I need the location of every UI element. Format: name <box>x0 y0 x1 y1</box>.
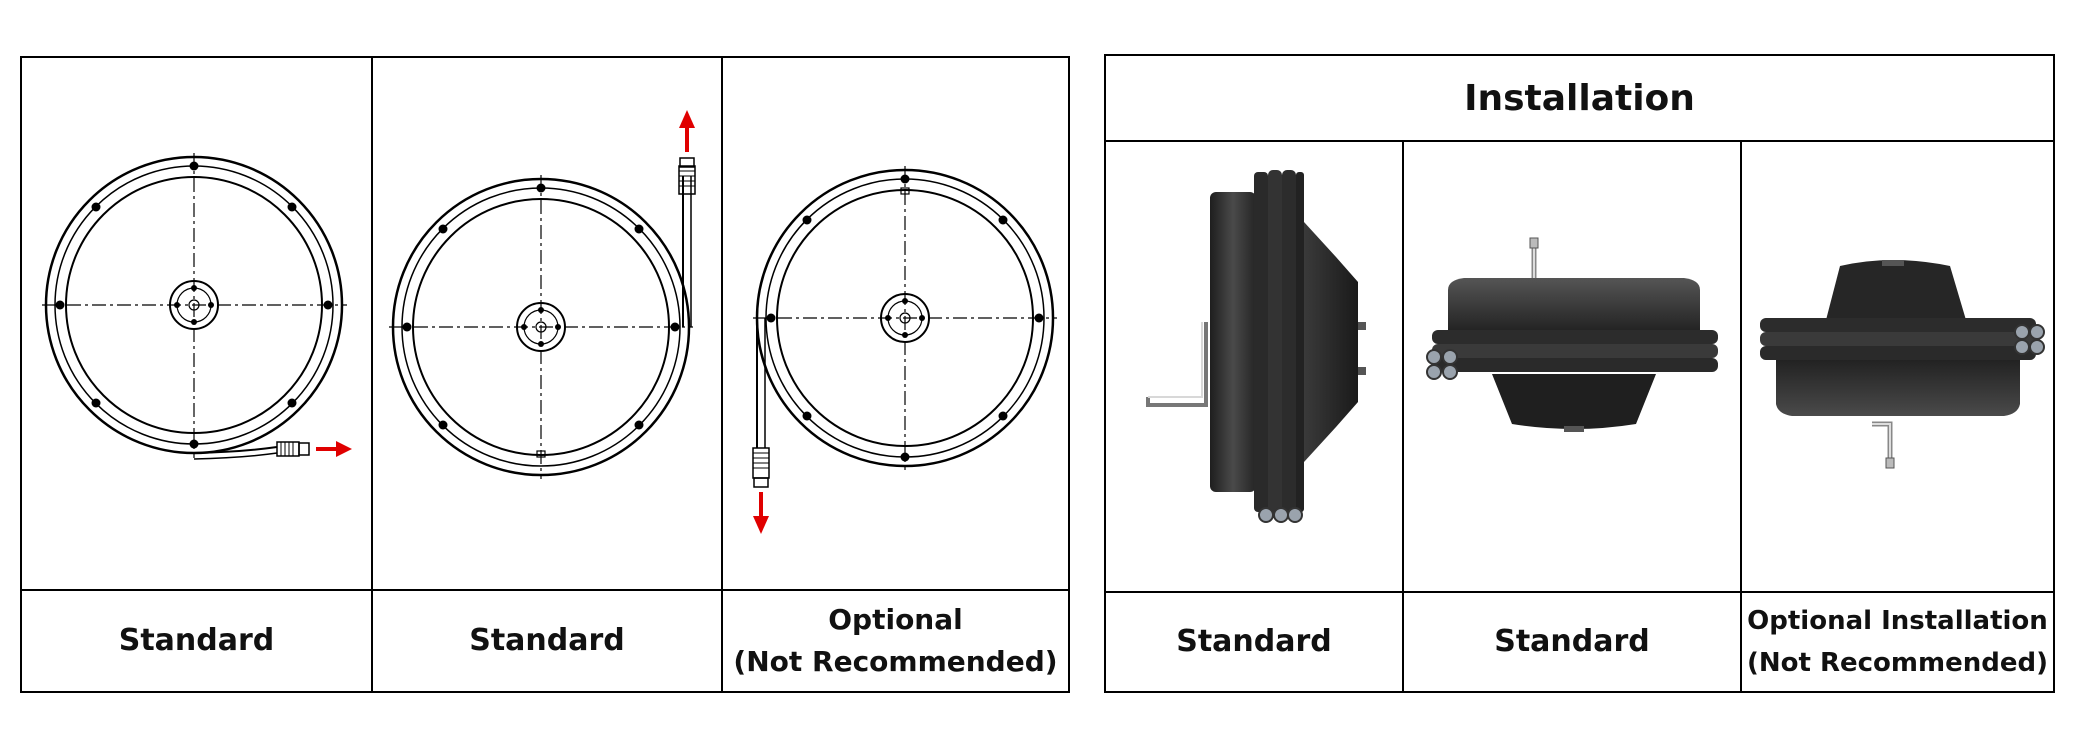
reel-front-view-right-outlet <box>42 153 352 460</box>
label-standard: Standard <box>1494 624 1650 659</box>
label-optional-installation: Optional Installation (Not Recommended) <box>1747 606 2048 678</box>
label-standard: Standard <box>118 623 275 658</box>
render-side-mount <box>1106 142 1402 591</box>
label-standard: Standard <box>1176 624 1332 659</box>
outlet-direction-arrow <box>753 492 769 534</box>
column-divider <box>1740 142 1742 691</box>
reel-front-view-up-outlet <box>389 110 696 479</box>
label-optional: Optional (Not Recommended) <box>733 603 1058 678</box>
reel-inverted-view <box>1760 260 2045 469</box>
column-divider <box>371 58 373 691</box>
drawing-outlet-right <box>22 58 371 589</box>
row-divider <box>1106 591 2053 593</box>
outlet-direction-arrow <box>316 441 352 457</box>
installation-table: Installation <box>1104 54 2055 693</box>
render-floor-mount <box>1404 142 1740 591</box>
render-ceiling-mount <box>1742 142 2053 591</box>
installation-header: Installation <box>1464 77 1695 119</box>
outlet-direction-arrow <box>679 110 695 152</box>
column-divider <box>721 58 723 691</box>
label-standard: Standard <box>469 623 625 658</box>
drawing-outlet-up <box>373 58 721 589</box>
row-divider <box>22 589 1068 591</box>
reel-front-view-down-outlet <box>752 166 1057 534</box>
drawing-outlet-down <box>723 58 1068 589</box>
reel-side-view <box>1146 170 1366 523</box>
orientation-table: Standard Standard Optional (Not Recommen… <box>20 56 1070 693</box>
column-divider <box>1402 142 1404 691</box>
reel-horizontal-view <box>1426 237 1718 432</box>
row-divider <box>1106 140 2053 142</box>
